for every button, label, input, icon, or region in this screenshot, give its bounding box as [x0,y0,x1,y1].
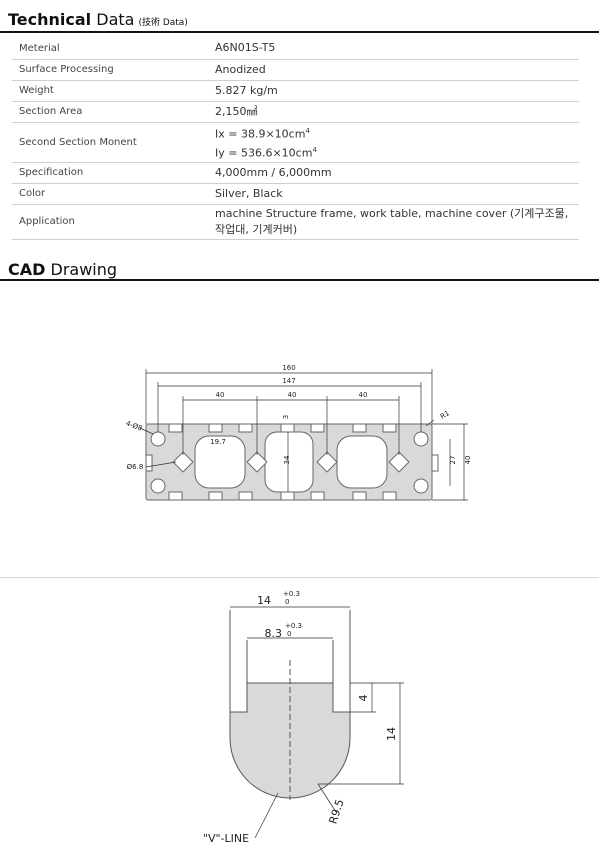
profile-cavities [145,423,439,501]
slot-shape [229,682,351,799]
row-value: Ix = 38.9×10cm4 Iy = 536.6×10cm4 [208,122,579,163]
dim-pitch-3: 40 [359,391,368,399]
dim-depth-14: 14 [385,727,398,741]
row-value: A6N01S-T5 [208,38,579,60]
dim-outer-tol-lower: 0 [285,598,289,606]
cad-title-rest: Drawing [45,260,118,279]
profile-cross-section-drawing: 160 147 40 40 40 3 R1 4-Ø8 19.7 Ø6.8 34 … [125,364,472,501]
dim-pitch-2: 40 [288,391,297,399]
t-slot-detail-drawing: 14 +0.3 0 8.3 +0.3 0 4 14 R9.5 "V"-LINE [203,590,404,845]
row-value: Anodized [208,59,579,81]
dim-slot-3: 3 [282,415,290,419]
technical-title-rule [0,31,599,33]
cad-drawing-title: CAD Drawing [8,260,117,279]
iy-value: Iy = 536.6×10cm [215,146,313,160]
dim-radius-r1: R1 [439,409,451,421]
row-label: Surface Processing [12,59,208,81]
dim-depth-4: 4 [357,695,370,702]
technical-title-sub: (技術 Data) [138,18,188,28]
dim-end-holes: 4-Ø8 [125,419,144,432]
slot-outline-lines [229,610,351,800]
table-row: Color Silver, Black [12,183,579,205]
ix-exponent: 4 [305,126,310,135]
row-label: Weight [12,80,208,102]
dim-inner-width: 8.3 [265,627,283,640]
table-row: Specification 4,000mm / 6,000mm [12,162,579,184]
dim-total-width: 160 [282,364,295,372]
cad-title-main: CAD [8,260,46,279]
row-label: Specification [12,162,208,184]
technical-data-title: Technical Data(技術 Data) [8,10,188,29]
dim-outer-width: 14 [257,594,271,607]
table-row: Meterial A6N01S-T5 [12,38,579,60]
row-label: Color [12,183,208,205]
row-label: Application [12,204,208,240]
table-row: Weight 5.827 kg/m [12,80,579,102]
dim-height-34: 34 [283,455,291,464]
technical-title-main: Technical [8,10,92,29]
dim-outer-tol-upper: +0.3 [283,590,300,598]
technical-title-rest: Data [91,10,135,29]
v-line-label: "V"-LINE [203,832,249,845]
technical-data-table: Meterial A6N01S-T5 Surface Processing An… [12,38,579,240]
dim-center-hole: Ø6.8 [127,463,144,471]
row-label: Section Area [12,101,208,123]
dim-inner-tol-upper: +0.3 [285,622,302,630]
table-row: Surface Processing Anodized [12,59,579,81]
row-label: Second Section Monent [12,122,208,163]
table-row: Application machine Structure frame, wor… [12,204,579,240]
table-row: Section Area 2,150㎟ [12,101,579,123]
iy-exponent: 4 [312,146,317,155]
cad-title-rule [0,279,599,281]
row-value: 4,000mm / 6,000mm [208,162,579,184]
dim-height-27: 27 [449,456,457,465]
profile-dimension-labels: 160 147 40 40 40 3 R1 4-Ø8 19.7 Ø6.8 34 … [125,364,472,471]
row-label: Meterial [12,38,208,60]
table-row: Second Section Monent Ix = 38.9×10cm4 Iy… [12,122,579,163]
dim-inner-width: 19.7 [210,438,226,446]
dim-pitch-1: 40 [216,391,225,399]
ix-value: Ix = 38.9×10cm [215,127,306,141]
row-value: machine Structure frame, work table, mac… [208,204,579,240]
row-value: 2,150㎟ [208,101,579,123]
slot-dimension-lines [230,606,404,839]
drawing-divider [0,577,599,578]
dim-height-40: 40 [464,456,472,465]
profile-dimension-lines [139,369,468,501]
row-value: 5.827 kg/m [208,80,579,102]
dim-hole-span: 147 [282,377,295,385]
row-value: Silver, Black [208,183,579,205]
dim-inner-tol-lower: 0 [287,630,291,638]
